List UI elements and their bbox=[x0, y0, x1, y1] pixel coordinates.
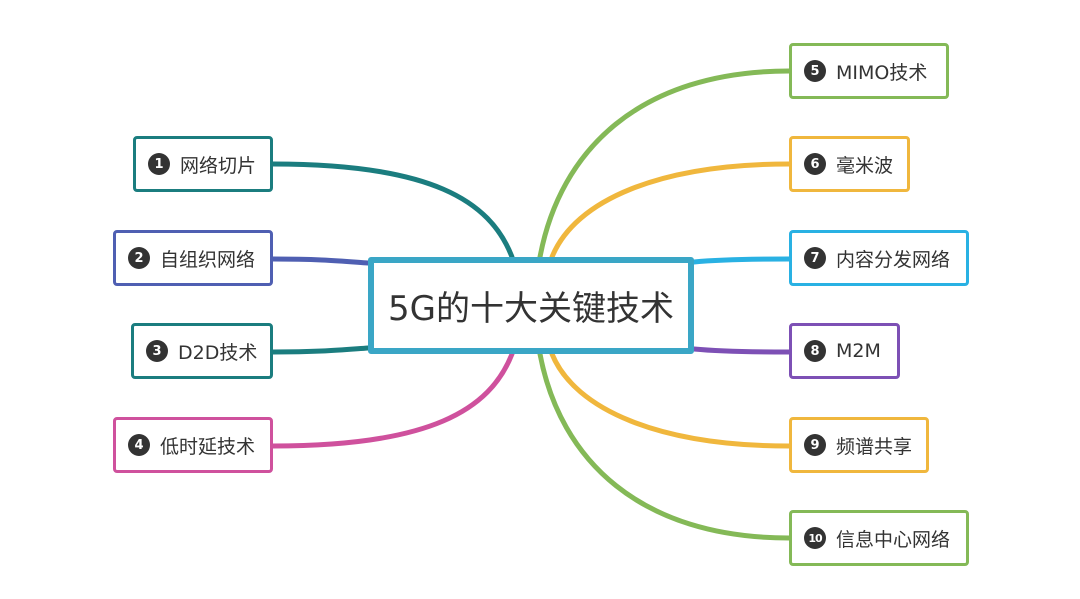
branch-5-mimo[interactable]: 5 MIMO技术 bbox=[789, 43, 949, 99]
connector-8 bbox=[691, 346, 792, 355]
number-badge-2: 2 bbox=[128, 247, 150, 269]
connector-3 bbox=[270, 345, 371, 355]
branch-1-network-slicing[interactable]: 1 网络切片 bbox=[133, 136, 273, 192]
branch-8-m2m[interactable]: 8 M2M bbox=[789, 323, 900, 379]
branch-label: 低时延技术 bbox=[160, 435, 256, 458]
number-badge-1: 1 bbox=[148, 153, 170, 175]
number-badge-5: 5 bbox=[804, 60, 826, 82]
number-badge-3: 3 bbox=[146, 340, 168, 362]
branch-2-self-organizing-network[interactable]: 2 自组织网络 bbox=[113, 230, 273, 286]
connector-7 bbox=[691, 256, 792, 265]
connector-2 bbox=[270, 256, 371, 266]
branch-label: D2D技术 bbox=[178, 341, 258, 364]
branch-label: 毫米波 bbox=[836, 154, 894, 177]
number-badge-7: 7 bbox=[804, 247, 826, 269]
connector-9 bbox=[549, 351, 792, 449]
connector-6 bbox=[549, 161, 792, 260]
branch-label: 网络切片 bbox=[180, 154, 257, 177]
number-badge-9: 9 bbox=[804, 434, 826, 456]
branch-4-low-latency[interactable]: 4 低时延技术 bbox=[113, 417, 273, 473]
branch-9-spectrum-sharing[interactable]: 9 频谱共享 bbox=[789, 417, 929, 473]
branch-label: 内容分发网络 bbox=[836, 248, 951, 271]
connector-5 bbox=[537, 68, 792, 260]
central-topic-label: 5G的十大关键技术 bbox=[388, 289, 674, 329]
connector-4 bbox=[270, 351, 515, 449]
branch-7-content-delivery-network[interactable]: 7 内容分发网络 bbox=[789, 230, 969, 286]
branch-3-d2d[interactable]: 3 D2D技术 bbox=[131, 323, 273, 379]
connector-1 bbox=[270, 161, 515, 260]
branch-label: 频谱共享 bbox=[836, 435, 913, 458]
branch-label: 自组织网络 bbox=[160, 248, 256, 271]
branch-10-information-centric-network[interactable]: 10 信息中心网络 bbox=[789, 510, 969, 566]
number-badge-6: 6 bbox=[804, 153, 826, 175]
branch-label: MIMO技术 bbox=[836, 61, 928, 84]
number-badge-4: 4 bbox=[128, 434, 150, 456]
branch-label: 信息中心网络 bbox=[836, 528, 951, 551]
number-badge-10: 10 bbox=[804, 527, 826, 549]
branch-label: M2M bbox=[836, 340, 881, 362]
connector-10 bbox=[537, 351, 792, 541]
central-topic[interactable]: 5G的十大关键技术 bbox=[368, 257, 694, 354]
number-badge-8: 8 bbox=[804, 340, 826, 362]
branch-6-millimeter-wave[interactable]: 6 毫米波 bbox=[789, 136, 910, 192]
